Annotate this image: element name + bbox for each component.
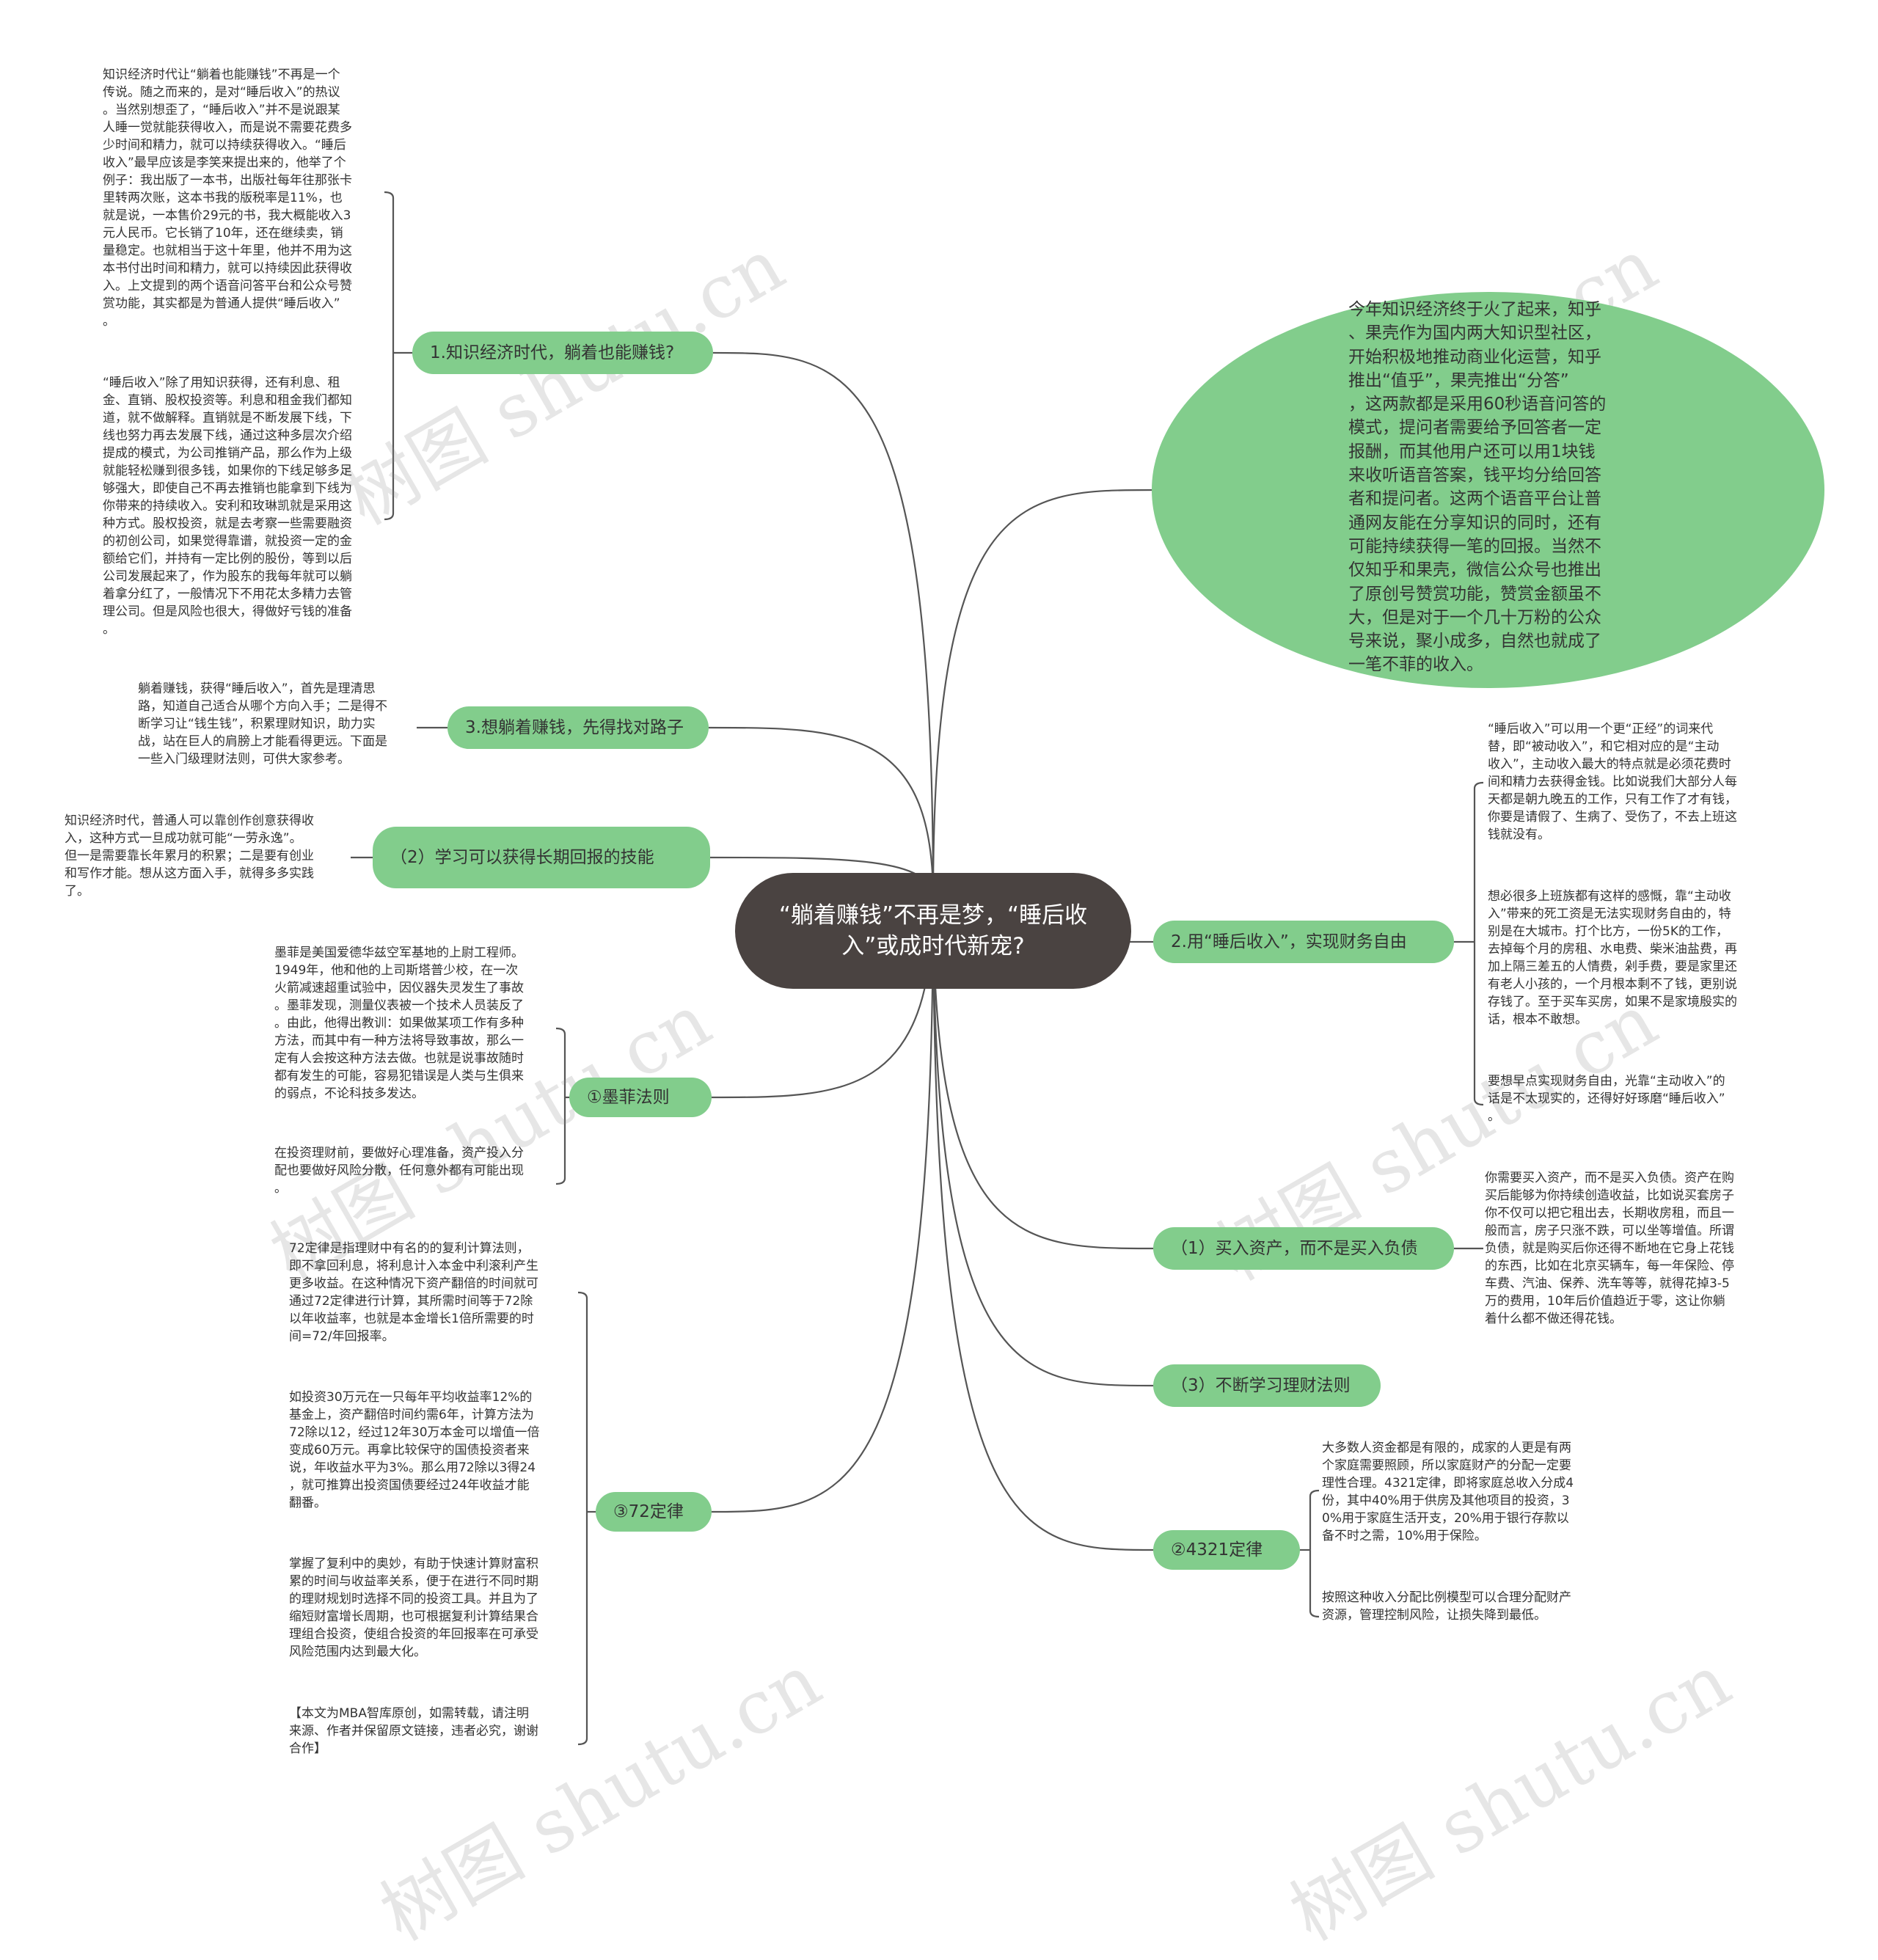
branch-label: （2）学习可以获得长期回报的技能: [390, 848, 654, 867]
root-topic[interactable]: “躺着赚钱”不再是梦，“睡后收入”或成时代新宠?: [735, 873, 1131, 989]
leaf-text: 72定律是指理财中有名的的复利计算法则， 即不拿回利息，将利息计入本金中利滚利产…: [289, 1241, 538, 1344]
leaf-text: 墨菲是美国爱德华兹空军基地的上尉工程师。 1949年，他和他的上司斯塔普少校，在…: [274, 946, 524, 1101]
connector-line: [577, 1291, 588, 1299]
connector-line: [712, 351, 935, 899]
leaf-text: 躺着赚钱，获得“睡后收入”，首先是理清思 路，知道自己适合从哪个方向入手；二是得…: [138, 681, 387, 767]
intro-bubble-text: 今年知识经济终于火了起来，知乎 、果壳作为国内两大知识型社区， 开始积极地推动商…: [1348, 300, 1607, 675]
connector-line: [384, 191, 395, 199]
branch-rule-72[interactable]: ③72定律: [596, 1492, 712, 1532]
branch-keep-learning[interactable]: （3）不断学习理财法则: [1153, 1364, 1381, 1407]
leaf-text: 掌握了复利中的奥妙，有助于快速计算财富积 累的时间与收益率关系，便于在进行不同时…: [289, 1557, 538, 1659]
leaf-text: 【本文为MBA智库原创，如需转载，请注明 来源、作者并保留原文链接，违者必究，谢…: [289, 1706, 538, 1756]
connector-lines: [351, 191, 1484, 1746]
connector-line: [1473, 781, 1484, 789]
branch-buy-assets[interactable]: （1）买入资产，而不是买入负债: [1153, 1227, 1454, 1270]
connector-line: [1309, 1489, 1320, 1497]
branch-financial-freedom[interactable]: 2.用“睡后收入”，实现财务自由: [1153, 921, 1454, 963]
leaf-text: 知识经济时代，普通人可以靠创作创意获得收 入，这种方式一旦成功就可能“一劳永逸”…: [65, 813, 314, 899]
branch-label: ①墨菲法则: [587, 1088, 670, 1107]
leaf-text: 要想早点实现财务自由，光靠“主动收入”的 话是不太现实的，还得好好琢磨“睡后收入…: [1488, 1074, 1725, 1124]
leaf-text: 在投资理财前，要做好心理准备，资产投入分 配也要做好风险分散，任何意外都有可能出…: [274, 1146, 524, 1196]
leaf-text: 如投资30万元在一只每年平均收益率12%的 基金上，资产翻倍时间约需6年，计算方…: [289, 1390, 540, 1510]
branch-label: 2.用“睡后收入”，实现财务自由: [1171, 932, 1407, 951]
branch-label: （3）不断学习理财法则: [1171, 1376, 1351, 1395]
connector-line: [932, 898, 1154, 1387]
connector-line: [1309, 1610, 1320, 1618]
branch-knowledge-economy[interactable]: 1.知识经济时代，躺着也能赚钱?: [412, 332, 713, 374]
connector-line: [555, 1177, 566, 1185]
branch-find-right-path[interactable]: 3.想躺着赚钱，先得找对路子: [447, 706, 709, 749]
connector-line: [711, 898, 935, 1513]
connector-line: [577, 1738, 588, 1746]
branch-label: ②4321定律: [1171, 1540, 1263, 1559]
leaf-text: “睡后收入”除了用知识获得，还有利息、租 金、直销、股权投资等。利息和租金我们都…: [103, 376, 352, 637]
leaf-text: 大多数人资金都是有限的，成家的人更是有两 个家庭需要照顾，所以家庭财产的分配一定…: [1322, 1441, 1574, 1543]
root-topic-label: “躺着赚钱”不再是梦，“睡后收入”或成时代新宠?: [778, 902, 1088, 959]
branch-learn-skills[interactable]: （2）学习可以获得长期回报的技能: [373, 827, 710, 888]
branch-label: （1）买入资产，而不是买入负债: [1171, 1239, 1418, 1258]
branch-murphy-law[interactable]: ①墨菲法则: [569, 1078, 712, 1117]
connector-line: [555, 1027, 566, 1035]
branch-label: 1.知识经济时代，躺着也能赚钱?: [430, 343, 675, 362]
intro-bubble[interactable]: [1152, 292, 1824, 688]
leaf-text: 你需要买入资产，而不是买入负债。资产在购 买后能够为你持续创造收益，比如说买套房…: [1485, 1171, 1734, 1326]
branch-label: 3.想躺着赚钱，先得找对路子: [465, 718, 684, 737]
branch-rule-4321[interactable]: ②4321定律: [1153, 1530, 1300, 1570]
leaf-text: 按照这种收入分配比例模型可以合理分配财产 资源，管理控制风险，让损失降到最低。: [1322, 1590, 1571, 1623]
leaf-text: 想必很多上班族都有这样的感慨，靠“主动收 入”带来的死工资是无法实现财务自由的，…: [1488, 889, 1737, 1027]
branch-label: ③72定律: [613, 1502, 684, 1521]
connector-line: [932, 898, 1154, 1551]
leaf-text: “睡后收入”可以用一个更“正经”的词来代 替，即“被动收入”，和它相对应的是“主…: [1488, 722, 1737, 842]
connector-line: [708, 726, 935, 899]
connector-line: [1473, 1098, 1484, 1106]
connector-line: [932, 898, 1154, 1250]
connector-line: [932, 489, 1154, 899]
connector-line: [384, 513, 395, 521]
leaf-text: 知识经济时代让“躺着也能赚钱”不再是一个 传说。随之而来的，是对“睡后收入”的热…: [103, 67, 352, 329]
